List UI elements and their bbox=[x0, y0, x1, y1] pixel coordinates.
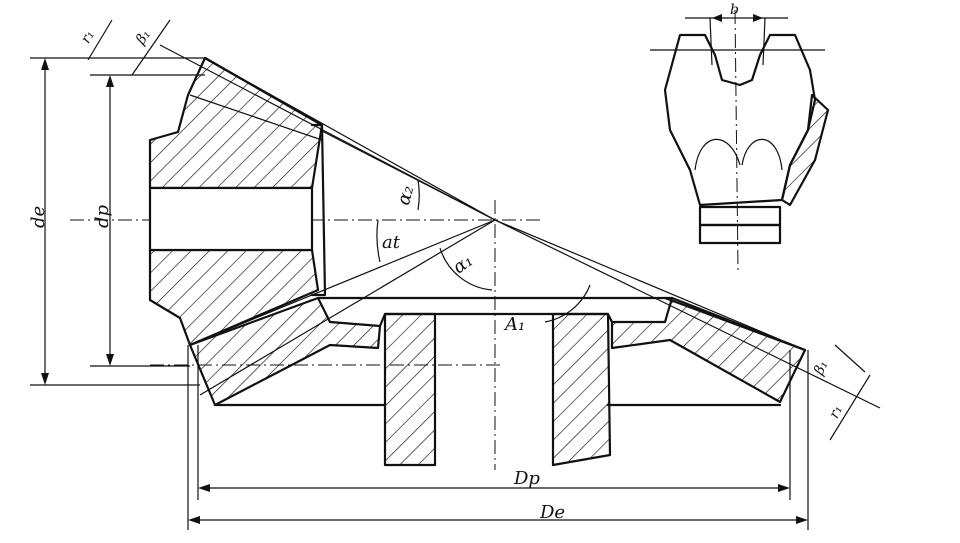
label-r1-right: r₁ bbox=[826, 403, 846, 421]
label-De: De bbox=[539, 502, 565, 523]
label-at: at bbox=[382, 232, 401, 253]
label-alpha2: α₂ bbox=[393, 183, 418, 207]
label-dp: dp bbox=[92, 204, 113, 228]
tooth-side bbox=[780, 93, 830, 207]
gear-section bbox=[188, 296, 807, 467]
dimension-lines bbox=[30, 19, 871, 530]
gear-tooth-right bbox=[610, 296, 807, 404]
label-b: b bbox=[730, 2, 739, 18]
angle-arcs bbox=[376, 179, 591, 323]
gear-hub-left bbox=[383, 312, 437, 467]
pinion-hub-upper bbox=[148, 56, 324, 190]
gear-hub-right bbox=[551, 312, 612, 467]
gear-tooth-left bbox=[188, 296, 382, 407]
label-r1-top: r₁ bbox=[78, 28, 98, 47]
label-beta1-right: β₁ bbox=[811, 358, 832, 378]
label-alpha1: α₁ bbox=[449, 250, 477, 278]
cone-lines bbox=[159, 44, 881, 409]
tooth-profile bbox=[663, 33, 817, 207]
label-beta1-top: β₁ bbox=[132, 27, 154, 48]
label-Dp: Dp bbox=[513, 468, 540, 489]
label-A1: A₁ bbox=[503, 314, 525, 335]
tooth-detail bbox=[650, 14, 830, 245]
label-de: de bbox=[28, 206, 49, 228]
pinion-section bbox=[148, 56, 327, 347]
